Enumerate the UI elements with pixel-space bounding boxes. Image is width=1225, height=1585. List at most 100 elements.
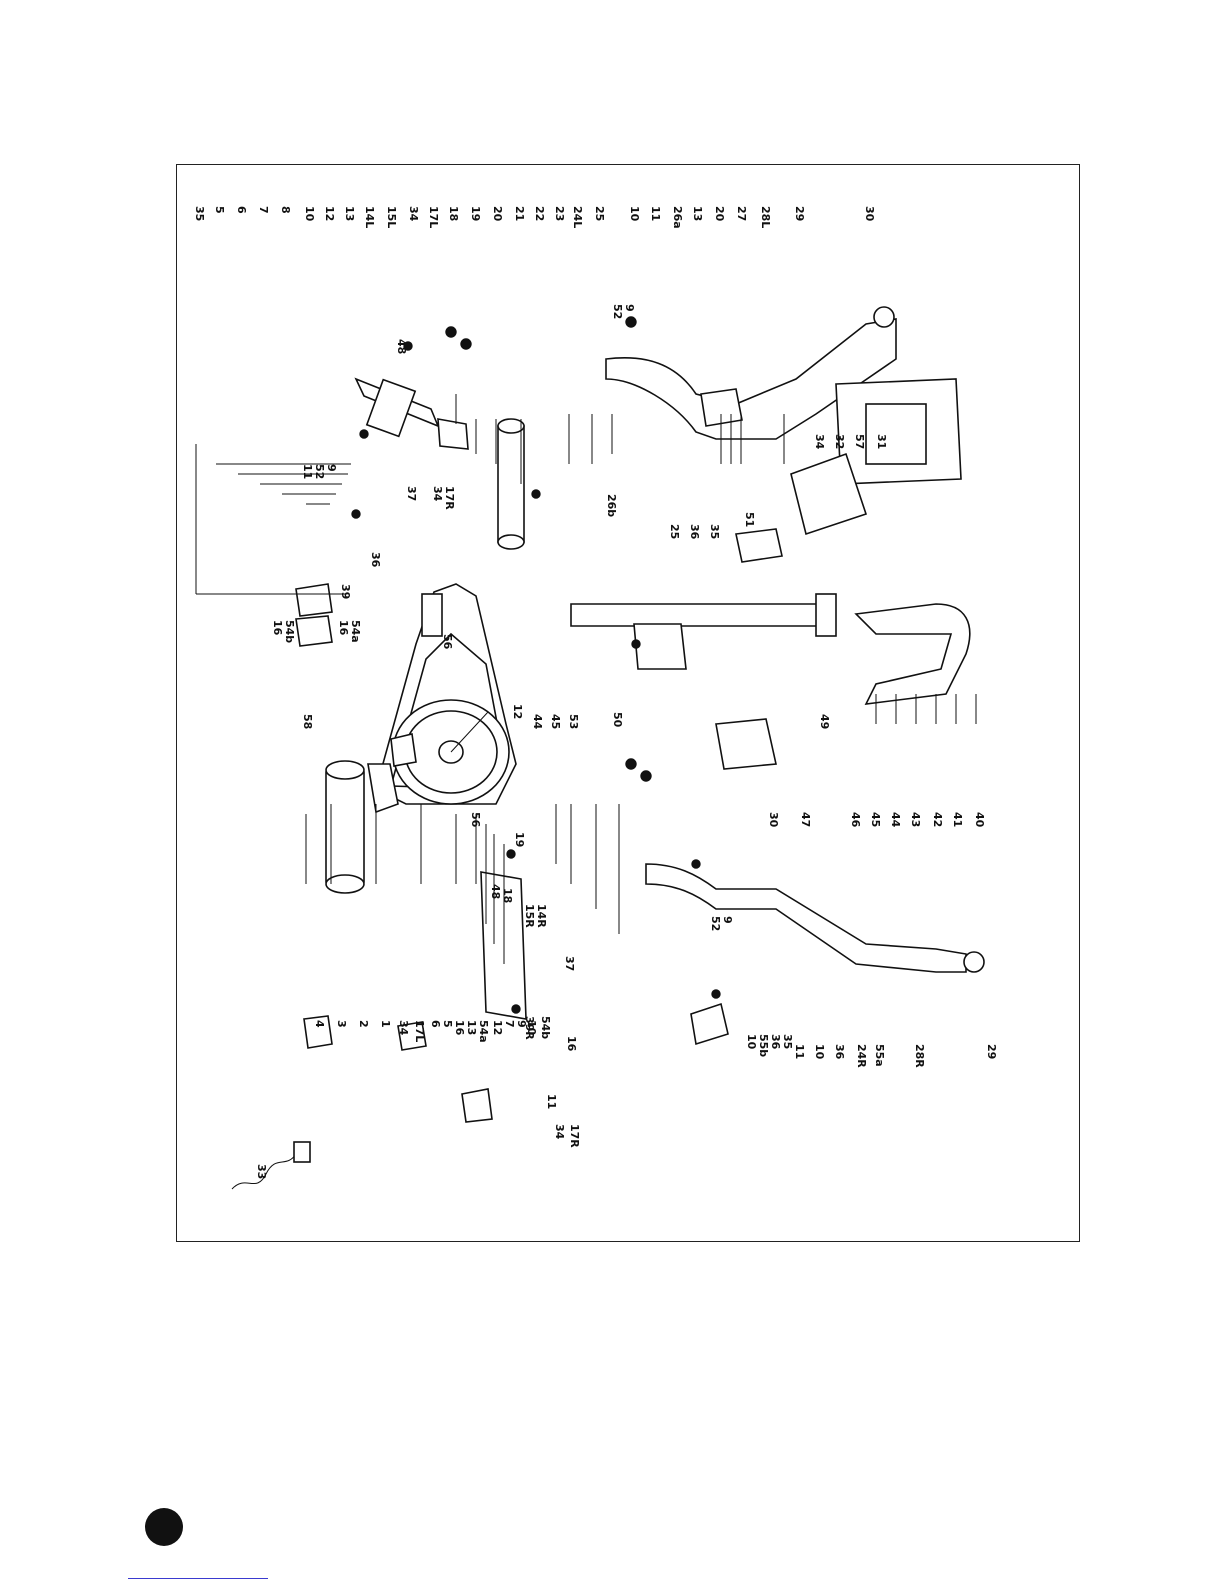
part-label: 11 [649,206,662,221]
part-label: 5 [441,1020,454,1028]
part-label: 7 [257,206,270,214]
exploded-parts-diagram: 35 5 6 7 8 10 12 13 14L 15L 34 17L 18 19… [193,206,998,1190]
pulse-handlebar [854,603,971,705]
diagram-frame [176,164,1080,1242]
part-label: 19 [513,832,526,847]
part-label: 49 [818,714,831,729]
part-label: 12 [491,1020,504,1035]
part-label: 2 [357,1020,370,1028]
part-label: 13 [465,1020,478,1035]
part-label: 42 [931,812,944,827]
part-label: 54b [539,1016,552,1039]
foot-pedals [295,388,783,1123]
hardware-parts [351,316,721,999]
part-label: 30 [767,812,780,828]
part-label: 24L [571,206,584,228]
part-label: 34 [431,486,444,502]
labels-middle: 48 52 9 11 52 9 37 34 17R 36 39 16 54b 1… [271,304,998,1068]
part-label: 29 [985,1044,998,1059]
part-label: 9 [623,304,636,312]
upright-mast [570,593,837,637]
part-label: 56 [469,812,482,828]
part-label: 28L [759,206,772,228]
part-label: 19 [469,206,482,221]
part-label: 35 [708,524,721,539]
part-label: 55a [873,1044,886,1067]
part-label: 33 [255,1164,268,1179]
part-label: 17R [568,1124,581,1148]
part-label: 13 [691,206,704,221]
part-label: 52 [611,304,624,319]
part-label: 52 [313,464,326,479]
part-label: 34 [813,434,826,450]
page-marker-dot [145,1508,183,1546]
left-handlebar [605,306,897,440]
part-label: 40 [973,812,986,828]
part-label: 36 [688,524,701,540]
rear-stabilizer [497,418,525,550]
part-label: 53 [567,714,580,729]
part-label: 5 [213,206,226,214]
part-label: 51 [743,512,756,527]
part-label: 26b [605,494,618,517]
part-label: 34 [407,206,420,222]
part-label: 17L [427,206,440,228]
part-label: 35 [781,1034,794,1049]
part-label: 21 [513,206,526,221]
part-label: 45 [869,812,882,827]
part-label: 10 [628,206,641,222]
part-label: 54b [283,620,296,643]
part-label: 55b [757,1034,770,1057]
left-pedal-arm [354,341,440,439]
labels-top-row: 35 5 6 7 8 10 12 13 14L 15L 34 17L 18 19… [193,206,876,229]
part-label: 30 [863,206,876,222]
part-label: 54a [349,620,362,643]
part-label: 10 [525,1020,538,1036]
part-label: 50 [611,712,624,728]
part-label: 10 [303,206,316,222]
part-label: 48 [489,884,502,899]
part-label: 11 [793,1044,806,1059]
part-label: 44 [531,714,544,730]
part-label: 16 [565,1036,578,1052]
power-adapter [231,1141,311,1190]
front-stabilizer [325,760,365,894]
part-label: 9 [721,916,734,924]
part-label: 44 [889,812,902,828]
part-label: 13 [343,206,356,221]
part-label: 34 [397,1020,410,1036]
part-label: 39 [339,584,352,599]
part-label: 32 [833,434,846,449]
part-label: 48 [395,339,408,354]
part-label: 27 [735,206,748,221]
part-label: 20 [713,206,726,222]
part-label: 7 [503,1020,516,1028]
part-label: 43 [909,812,922,827]
part-label: 36 [833,1044,846,1060]
part-label: 22 [533,206,546,221]
seat [633,623,687,670]
part-label: 47 [799,812,812,827]
part-label: 37 [405,486,418,501]
part-label: 3 [335,1020,348,1028]
part-label: 28R [913,1044,926,1068]
part-label: 45 [549,714,562,729]
part-label: 16 [271,620,284,636]
main-frame-housing [367,583,517,814]
part-label: 12 [323,206,336,221]
part-label: 14L [363,206,376,228]
part-label: 12 [511,704,524,719]
leader-lines [195,394,977,964]
part-label: 11 [301,464,314,479]
part-label: 25 [668,524,681,539]
part-label: 29 [793,206,806,221]
part-label: 58 [301,714,314,729]
part-label: 11 [545,1094,558,1109]
labels-bottom-row: 4 3 2 1 34 17L 6 5 16 13 54a 12 7 9 10 1… [255,1020,581,1179]
part-label: 36 [369,552,382,568]
part-label: 10 [813,1044,826,1060]
part-label: 1 [379,1020,392,1028]
part-label: 34 [553,1124,566,1140]
part-label: 57 [853,434,866,449]
part-label: 16 [453,1020,466,1036]
